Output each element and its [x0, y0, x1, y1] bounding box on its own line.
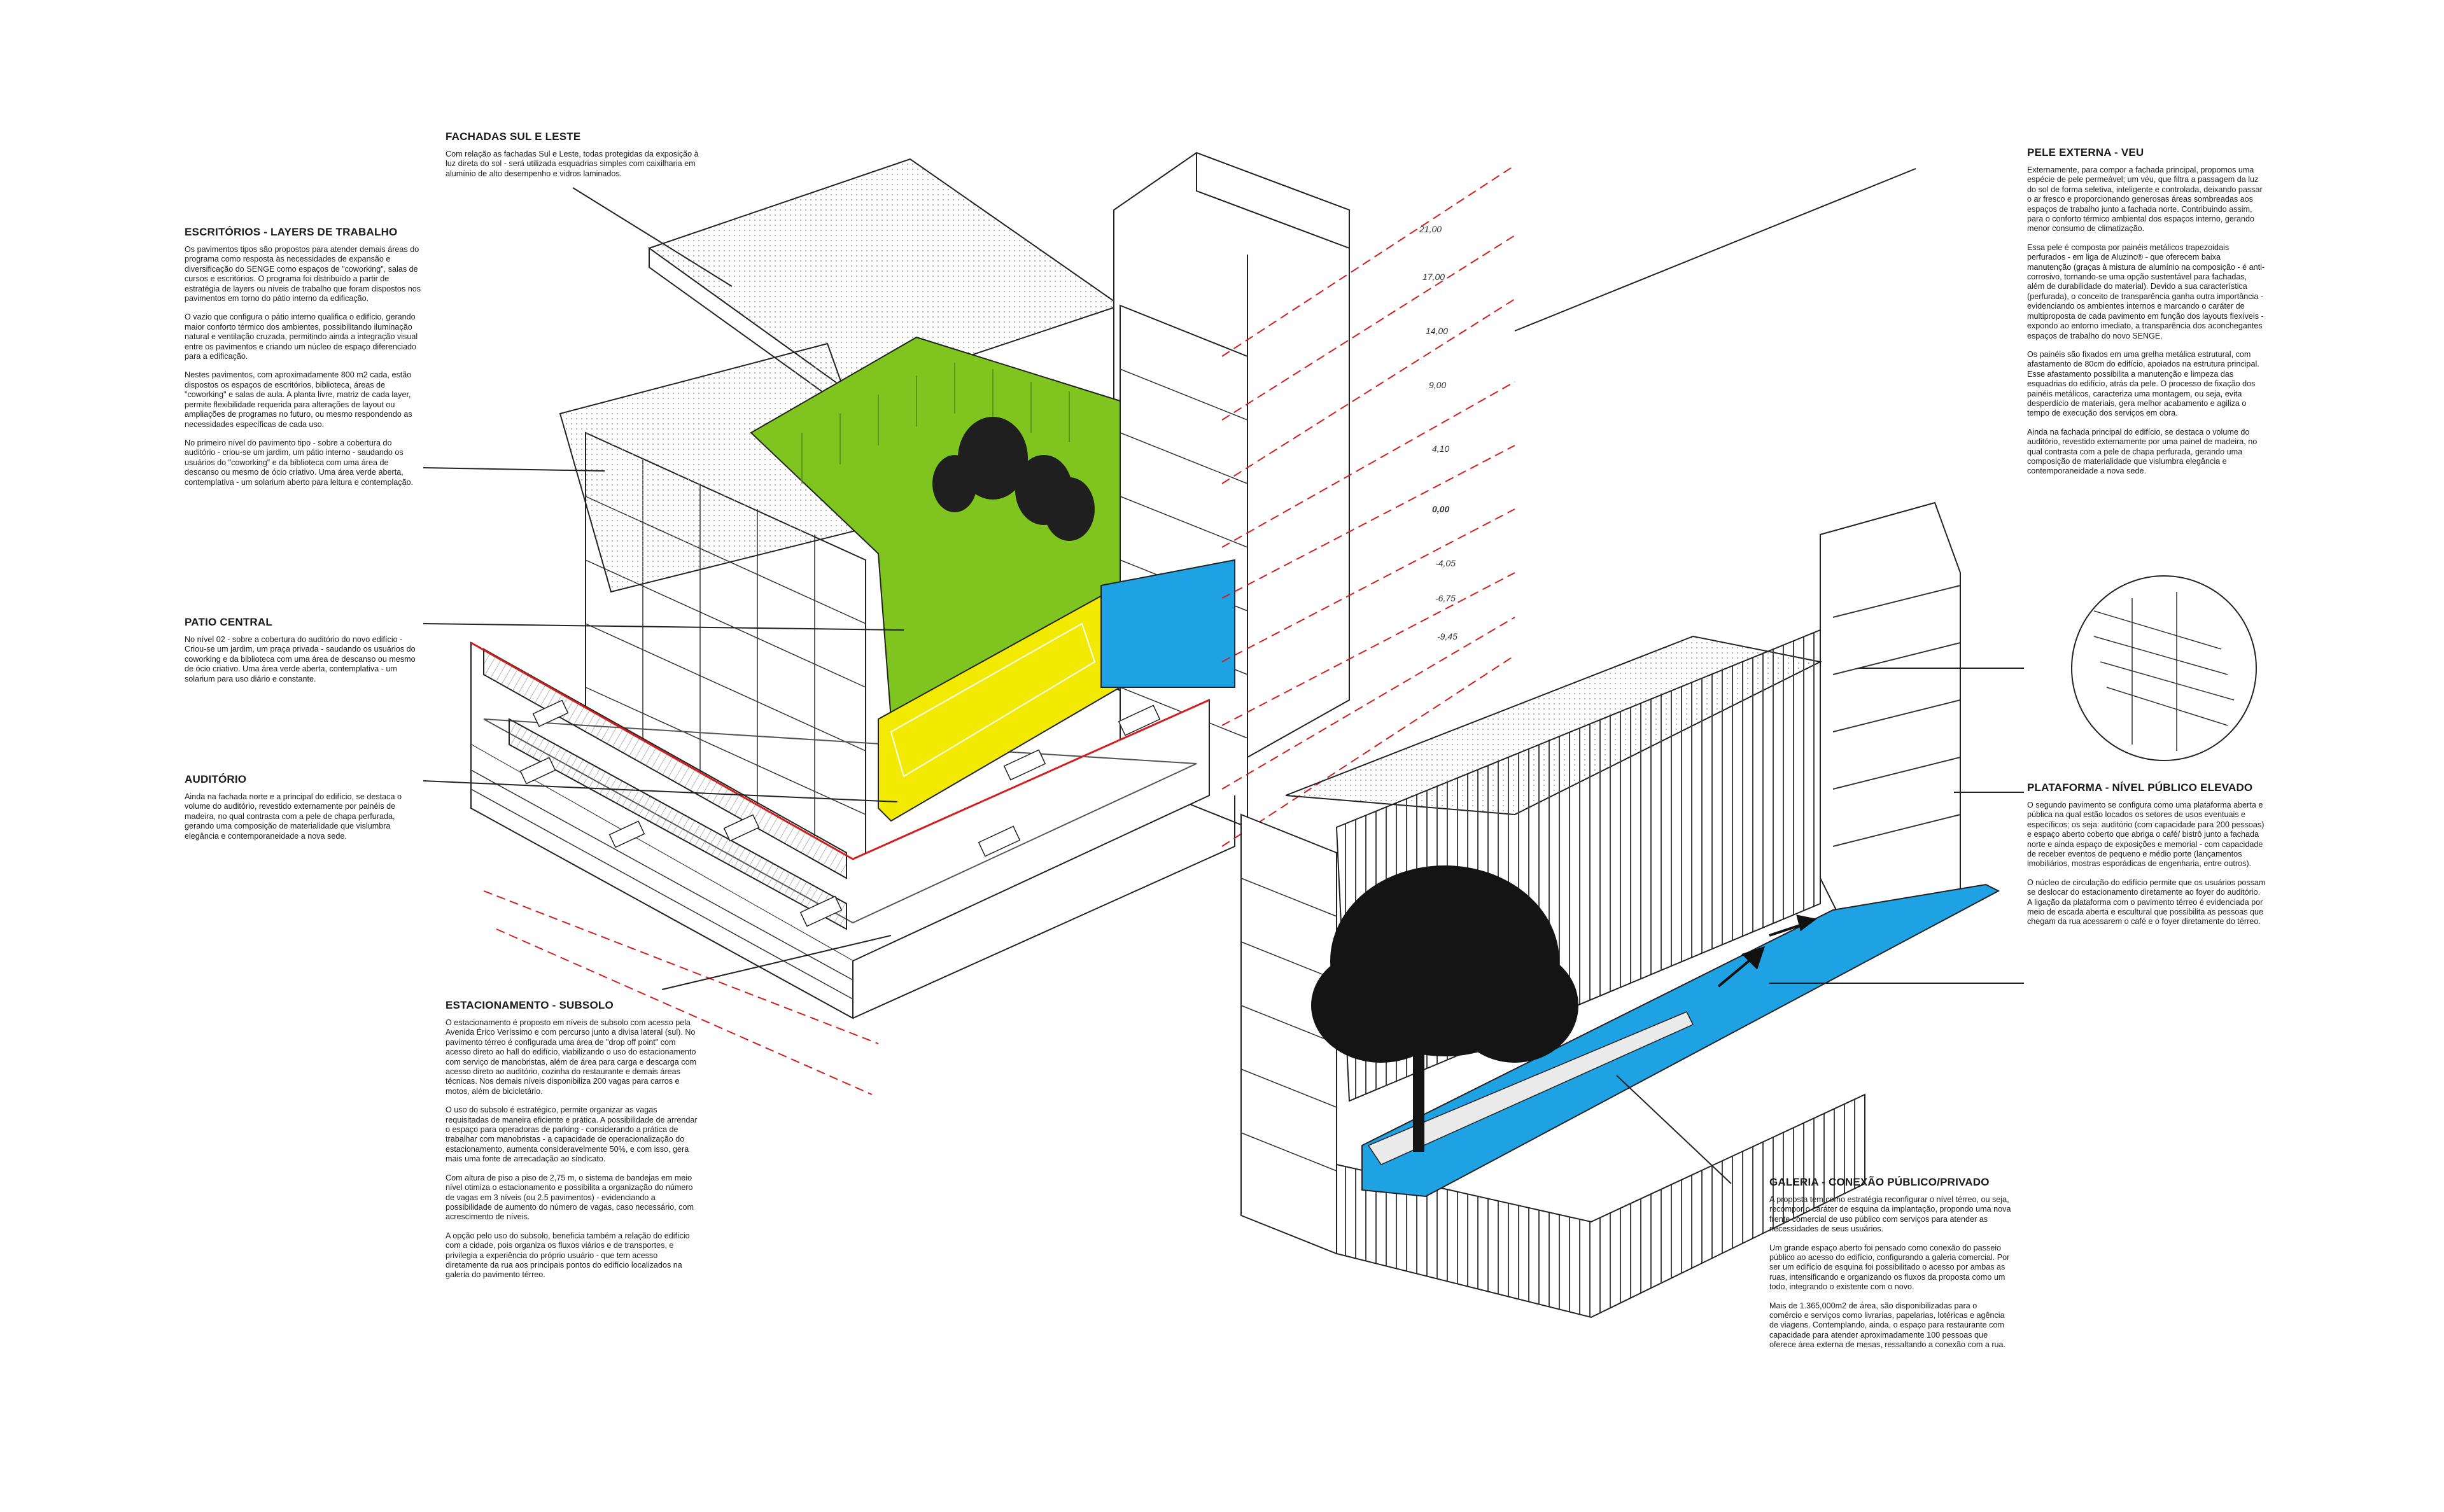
pele-text-4: Ainda na fachada principal do edifício, …	[2027, 427, 2258, 476]
level-label: 4,10	[1432, 444, 1449, 454]
lobby-blue	[1100, 559, 1235, 688]
estacionamento-text-4: A opção pelo uso do subsolo, beneficia t…	[446, 1231, 690, 1280]
pele-block: PELE EXTERNA - VEU Externamente, para co…	[2027, 146, 2266, 486]
escritorios-text-4: No primeiro nível do pavimento tipo - so…	[185, 438, 414, 487]
plataforma-text-1: O segundo pavimento se configura como um…	[2027, 801, 2265, 869]
estacionamento-text-3: Com altura de piso a piso de 2,75 m, o s…	[446, 1173, 694, 1222]
galeria-text-3: Mais de 1.365,000m2 de área, são disponi…	[1769, 1301, 2006, 1350]
patio-trees	[932, 417, 1095, 541]
fachadas-text: Com relação as fachadas Sul e Leste, tod…	[446, 150, 699, 178]
pele-text-3: Os painéis são fixados em uma grelha met…	[2027, 349, 2259, 418]
fachadas-block: FACHADAS SUL E LESTE Com relação as fach…	[446, 130, 700, 188]
estacionamento-block: ESTACIONAMENTO - SUBSOLO O estacionament…	[446, 999, 700, 1289]
patio-block: PATIO CENTRAL No nível 02 - sobre a cobe…	[185, 616, 423, 693]
level-label: -4,05	[1435, 558, 1456, 568]
pele-text-1: Externamente, para compor a fachada prin…	[2027, 165, 2263, 234]
estacionamento-text-1: O estacionamento é proposto em níveis de…	[446, 1018, 697, 1096]
pele-title: PELE EXTERNA - VEU	[2027, 146, 2144, 158]
level-label: 14,00	[1426, 326, 1448, 336]
platform-blue	[1361, 883, 2000, 1198]
level-label: 0,00	[1432, 504, 1449, 514]
auditorium-yellow	[878, 584, 1121, 822]
escritorios-text-2: O vazio que configura o pátio interno qu…	[185, 312, 418, 361]
patio-title: PATIO CENTRAL	[185, 616, 272, 628]
leader-lines	[423, 168, 2024, 1184]
fachadas-title: FACHADAS SUL E LESTE	[446, 130, 581, 143]
galeria-block: GALERIA - CONEXÃO PÚBLICO/PRIVADO A prop…	[1769, 1176, 2011, 1359]
patio-text: No nível 02 - sobre a cobertura do audit…	[185, 635, 416, 683]
plataforma-title: PLATAFORMA - NÍVEL PÚBLICO ELEVADO	[2027, 781, 2253, 794]
flow-arrows	[1717, 914, 1817, 988]
auditorio-title: AUDITÓRIO	[185, 773, 247, 785]
plataforma-text-2: O núcleo de circulação do edifício permi…	[2027, 878, 2266, 927]
level-label: -6,75	[1435, 593, 1456, 603]
level-label: 21,00	[1419, 224, 1442, 234]
level-lines	[483, 165, 1515, 1095]
galeria-title: GALERIA - CONEXÃO PÚBLICO/PRIVADO	[1769, 1176, 1990, 1188]
auditorio-text: Ainda na fachada norte e a principal do …	[185, 792, 402, 841]
level-labels: 21,00 17,00 14,00 9,00 4,10 0,00 -4,05 -…	[1419, 224, 1457, 641]
galeria-text-1: A proposta tem como estratégia reconfigu…	[1769, 1195, 2011, 1234]
estacionamento-text-2: O uso do subsolo é estratégico, permite …	[446, 1105, 698, 1164]
big-tree	[1311, 865, 1578, 1152]
escritorios-text-1: Os pavimentos tipos são propostos para a…	[185, 245, 421, 304]
escritorios-text-3: Nestes pavimentos, com aproximadamente 8…	[185, 370, 412, 429]
escritorios-block: ESCRITÓRIOS - LAYERS DE TRABALHO Os pavi…	[185, 226, 423, 496]
level-label: 17,00	[1422, 272, 1445, 282]
pele-text-2: Essa pele é composta por painéis metálic…	[2027, 242, 2265, 340]
level-label: 9,00	[1429, 380, 1446, 390]
facade-detail-circle	[2071, 575, 2257, 761]
plataforma-block: PLATAFORMA - NÍVEL PÚBLICO ELEVADO O seg…	[2027, 781, 2266, 936]
galeria-text-2: Um grande espaço aberto foi pensado como…	[1769, 1243, 2010, 1292]
escritorios-title: ESCRITÓRIOS - LAYERS DE TRABALHO	[185, 226, 398, 238]
auditorio-block: AUDITÓRIO Ainda na fachada norte e a pri…	[185, 773, 423, 850]
level-label: -9,45	[1437, 631, 1457, 641]
estacionamento-title: ESTACIONAMENTO - SUBSOLO	[446, 999, 614, 1011]
